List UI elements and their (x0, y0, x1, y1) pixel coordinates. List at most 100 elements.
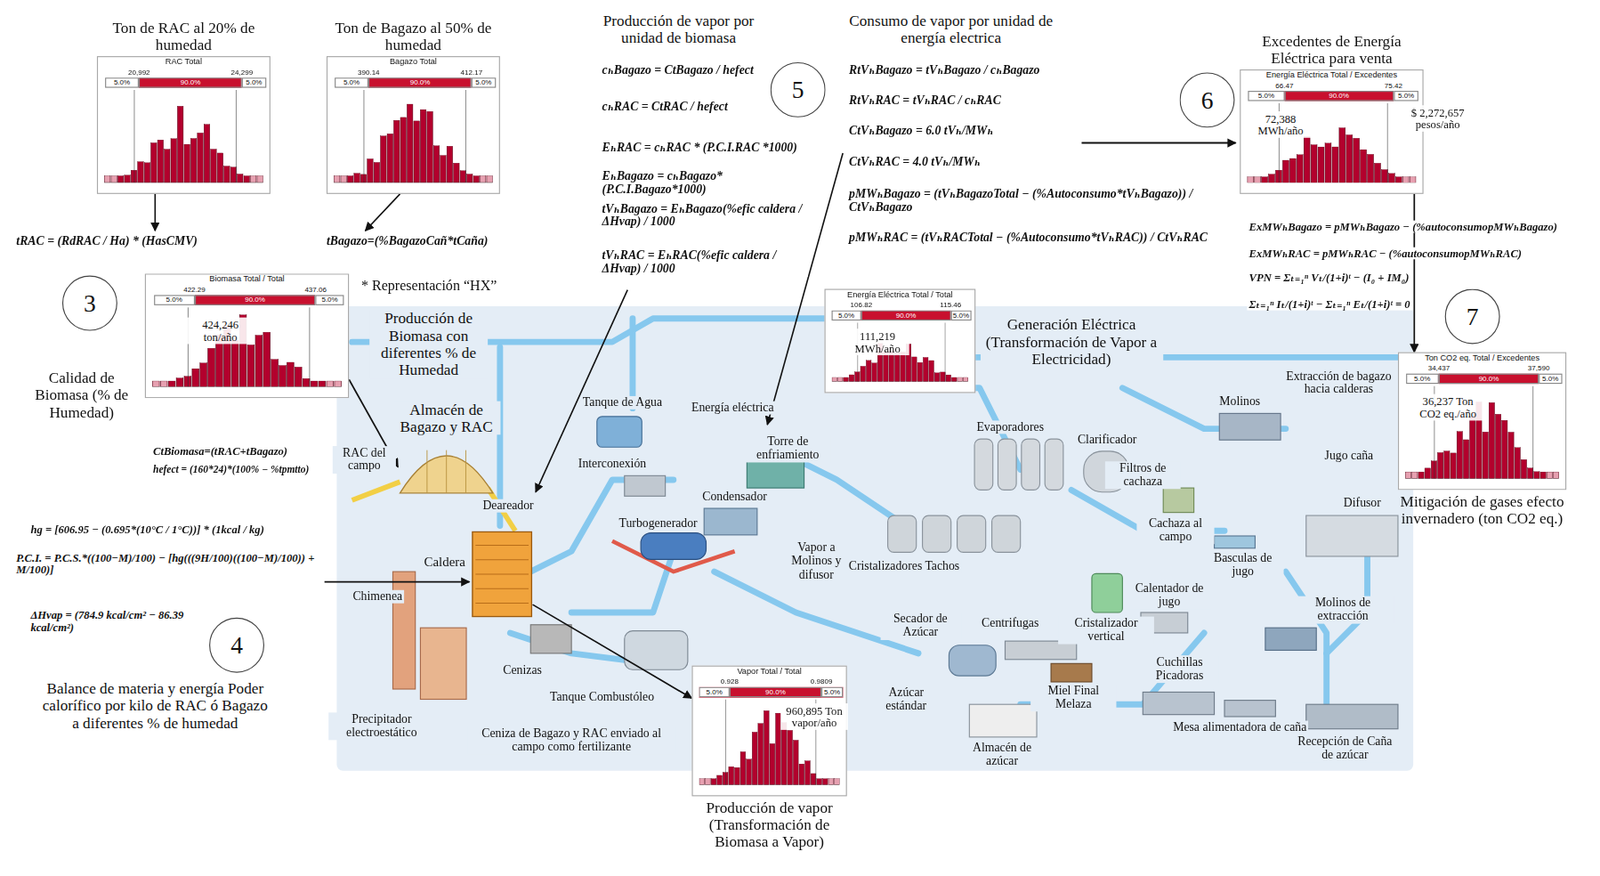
band-percent: 90.0% (193, 294, 316, 305)
histogram-bar (810, 773, 817, 785)
histogram-bar (917, 362, 922, 382)
histogram-bar (1289, 158, 1296, 183)
histogram-bar (104, 176, 110, 184)
histogram-bar (230, 167, 236, 183)
formula: CtVₕRAC = 4.0 tVₕ/MWₕ (847, 154, 983, 169)
axis-line (104, 182, 264, 184)
dome-rib (445, 450, 447, 493)
histogram-bar (763, 710, 769, 784)
percentile-value: 37,590 (1527, 363, 1551, 372)
caption: Producción de vapor (Transformación de B… (690, 799, 849, 850)
formula: tRAC = (RdRAC / Ha) * (HasCMV) (14, 234, 200, 249)
histogram-bar (1495, 413, 1502, 479)
histogram-bar (894, 353, 899, 382)
percentile-line (235, 89, 237, 183)
histogram-bar (1450, 452, 1456, 479)
step-number: 4 (230, 631, 243, 659)
histogram-bar (427, 111, 433, 183)
histogram-panel: Vapor Total / Total0.9285.0%90.0%5.0%0.9… (691, 665, 847, 797)
histogram-bar (453, 162, 460, 183)
histogram-bar (1339, 128, 1346, 184)
ash-hopper (530, 624, 572, 654)
heading: Calidad de Biomasa (% de Humedad) (20, 369, 142, 421)
formula: EₕBagazo = cₕBagazo*(P.C.I.Bagazo*1000) (599, 169, 809, 197)
part-label: Tanque Combustóleo (548, 689, 657, 704)
formula: CtBiomasa=(tRAC+tBagazo) (151, 444, 291, 458)
formula: pMWₕRAC = (tVₕRACTotal − (%Autoconsumo*t… (847, 230, 1211, 244)
percentile-value: 106.82 (850, 300, 873, 309)
histogram-bar (872, 363, 877, 382)
histogram-bar (152, 380, 160, 388)
storage-dome: Almacén de Bagazo y RAC (397, 438, 495, 495)
part-label: Evaporadores (974, 420, 1046, 434)
formula: ExMWₕRAC = pMWₕRAC − (%autoconsumopMWₕRA… (1246, 246, 1524, 259)
histogram-bar (1247, 177, 1254, 184)
connector-arrow (533, 604, 693, 698)
histogram-bar (805, 760, 811, 785)
percentile-value: 0.9809 (810, 677, 833, 686)
histogram-bar (164, 149, 170, 184)
part-label: Mesa alimentadora de caña (1171, 720, 1310, 735)
histogram-bar (200, 363, 208, 388)
histogram-bar (354, 173, 360, 184)
dome-rib (426, 450, 428, 493)
histogram-bar (184, 144, 190, 183)
percentile-value: 34,437 (1428, 363, 1451, 372)
part-label: Cenizas (501, 662, 544, 677)
formula: VPN = Σₜ₌₁ⁿ Vₜ/(1+i)ᵗ − (I₀ + IM₀) (1246, 271, 1411, 284)
histogram-bar (197, 132, 203, 183)
part-label: RAC del campo (332, 445, 396, 474)
axis-line (152, 386, 342, 388)
histogram-bar (1353, 137, 1360, 183)
condenser (703, 508, 758, 535)
boiler-tube (475, 544, 529, 546)
histogram-bar (294, 366, 302, 387)
pipe (630, 318, 637, 409)
histogram-bar (170, 138, 177, 183)
part-label: Turbogenerador (616, 516, 700, 530)
part-label: Energía eléctrica (689, 401, 776, 415)
part-label: Caldera (421, 555, 468, 570)
part-label: Centrifugas (979, 616, 1042, 631)
histogram-bar (1261, 177, 1269, 184)
histogram-bar (217, 153, 223, 183)
histogram-bars (333, 89, 493, 183)
histogram-bar (130, 169, 137, 183)
histogram-bar (1325, 143, 1332, 183)
histogram-bar (1520, 459, 1527, 479)
histogram-bar (951, 377, 956, 382)
pan (957, 515, 986, 552)
formula: pMWₕBagazo = (tVₕBagazoTotal − (%Autocon… (847, 187, 1219, 216)
molasses-tank (1050, 662, 1092, 682)
histogram-bar (1406, 471, 1412, 479)
turbogenerator (640, 533, 706, 560)
part-label: Molinos de extracción (1292, 596, 1394, 624)
heading: * Representación “HX” (359, 277, 500, 294)
step-number: 6 (1201, 86, 1214, 114)
percentile-value: 412.17 (460, 68, 484, 77)
percentile-line (363, 89, 364, 183)
part-label: Tanque de Agua (581, 395, 665, 410)
extraction-mills (1265, 627, 1317, 650)
histogram-bar (1534, 471, 1540, 479)
part-label: Basculas de jugo (1202, 550, 1284, 579)
histogram-bar (883, 350, 889, 382)
formula: hg = [606.95 − (0.695*(10°C / 1°C))] * (… (28, 522, 267, 535)
histogram-bar (250, 176, 256, 184)
percentile-line (1387, 103, 1389, 183)
axis-line (698, 783, 840, 785)
histogram-bar (394, 120, 400, 183)
precipitator (420, 627, 467, 699)
part-label: Condensador (700, 489, 769, 503)
histogram-bar (735, 767, 741, 785)
histogram-panel: Ton CO2 eq. Total / Excedentes34,4375.0%… (1397, 352, 1567, 491)
heading: Balance de materia y energía Poder calor… (35, 679, 275, 732)
histogram-bar (255, 335, 263, 388)
part-label: Secador de Azúcar (880, 612, 962, 640)
histogram-bar (711, 778, 717, 785)
percentile-value: 20,992 (128, 68, 151, 77)
histogram-bar (1462, 439, 1469, 479)
histogram-bar (1367, 153, 1374, 183)
histogram-bar (190, 138, 196, 184)
juice-scale (1214, 535, 1256, 549)
